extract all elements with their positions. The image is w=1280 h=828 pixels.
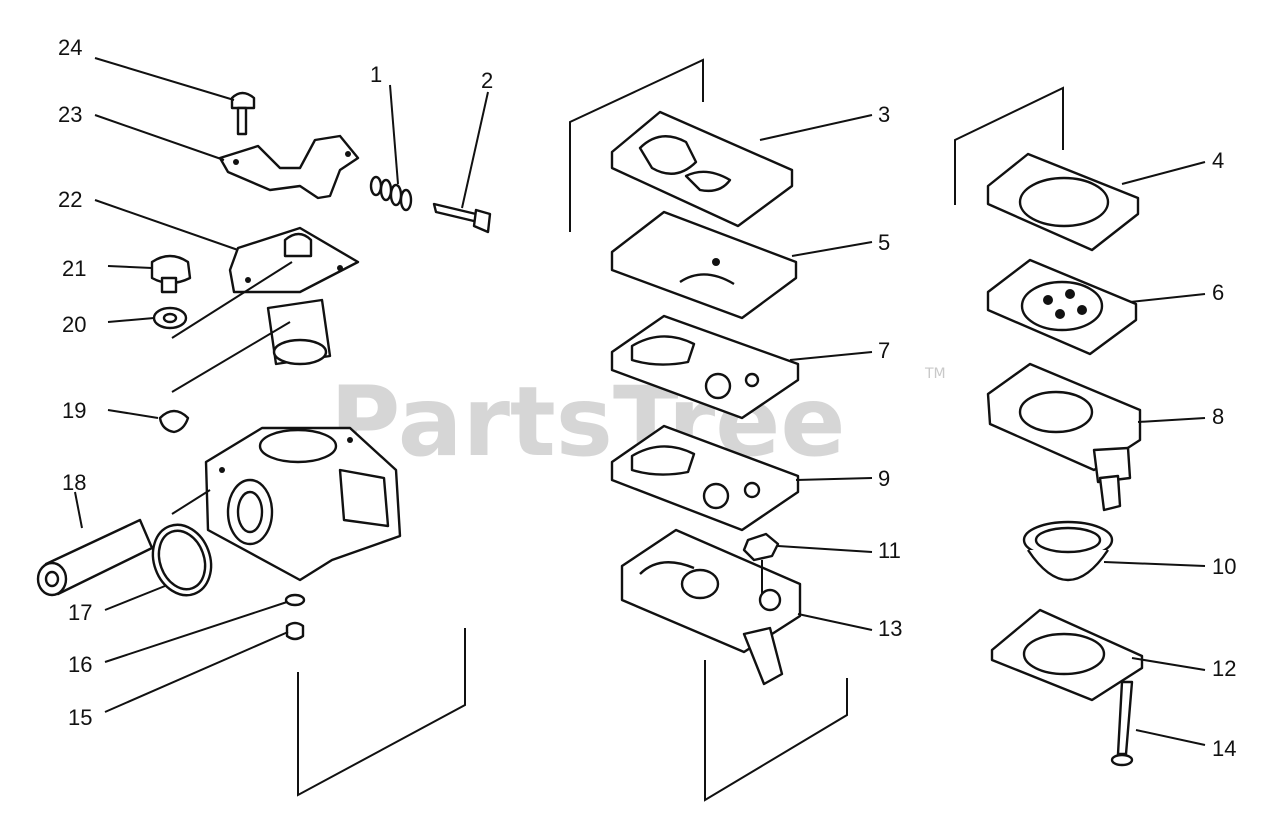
part-21-plug: [150, 254, 192, 294]
callout-3: 3: [878, 102, 890, 127]
part-6-diaphragm: [986, 258, 1138, 356]
part-9-gasket: [610, 424, 800, 532]
callout-13: 13: [878, 616, 902, 641]
callout-1: 1: [370, 62, 382, 87]
part-13-pump-body: [620, 528, 802, 686]
part-3-gasket: [610, 110, 794, 228]
carburetor-body: [204, 426, 402, 582]
part-20-washer: [152, 306, 188, 330]
callout-20: 20: [62, 312, 86, 337]
callout-24: 24: [58, 35, 82, 60]
part-12-bulb-retainer: [990, 608, 1144, 702]
callout-12: 12: [1212, 656, 1236, 681]
leader-lines: [74, 57, 1206, 746]
group-bracket-middle-bottom: [704, 660, 848, 802]
part-19-clip: [158, 409, 190, 434]
callout-2: 2: [481, 68, 493, 93]
group-bracket-left: [297, 628, 466, 797]
callout-16: 16: [68, 652, 92, 677]
callout-17: 17: [68, 600, 92, 625]
callout-21: 21: [62, 256, 86, 281]
part-18-tube: [36, 518, 154, 597]
part-5-diaphragm-plate: [610, 210, 798, 320]
watermark-trademark: TM: [924, 366, 946, 382]
callout-9: 9: [878, 466, 890, 491]
callout-6: 6: [1212, 280, 1224, 305]
callout-22: 22: [58, 187, 82, 212]
part-4-gasket: [986, 152, 1140, 252]
part-11-nut: [742, 532, 780, 562]
callout-4: 4: [1212, 148, 1224, 173]
part-17-ring: [151, 523, 213, 597]
group-bracket-middle-top: [569, 58, 704, 232]
callout-19: 19: [62, 398, 86, 423]
callout-8: 8: [1212, 404, 1224, 429]
callout-14: 14: [1212, 736, 1236, 761]
callout-10: 10: [1212, 554, 1236, 579]
callout-15: 15: [68, 705, 92, 730]
callout-11: 11: [878, 538, 901, 563]
part-1-spring: [369, 175, 413, 212]
part-23-lever: [218, 134, 360, 200]
callout-23: 23: [58, 102, 82, 127]
part-22-valve-body: [228, 226, 360, 366]
part-16-small-washer: [284, 593, 306, 607]
part-8-cover: [986, 362, 1142, 512]
callout-labels: 24 23 1 2 3 4 5 6 7 8 9 10 11 12 13 14 1…: [58, 35, 1236, 761]
part-14-long-screw: [1110, 680, 1134, 767]
part-15-nut: [285, 621, 305, 641]
callout-7: 7: [878, 338, 890, 363]
part-7-gasket: [610, 314, 800, 420]
callout-18: 18: [62, 470, 86, 495]
group-bracket-right-top: [954, 86, 1064, 205]
callout-5: 5: [878, 230, 890, 255]
part-2-adjust-screw: [432, 202, 492, 234]
part-10-primer-bulb: [1022, 520, 1114, 582]
part-24-screw: [230, 91, 256, 136]
